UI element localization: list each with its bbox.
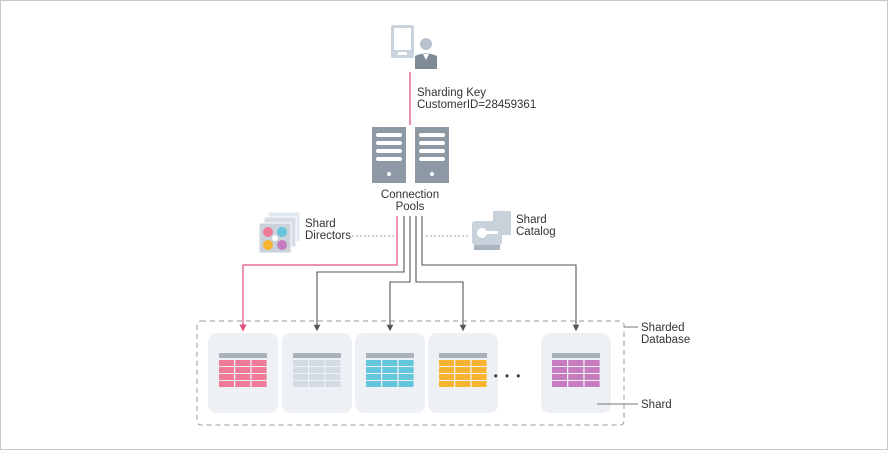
shard-directors-icon	[258, 211, 301, 254]
shard-3	[355, 333, 425, 413]
sharded-database-label-2: Database	[641, 334, 690, 346]
shard-table-icon	[439, 353, 487, 387]
shard-4	[428, 333, 498, 413]
route-line-shard-3	[386, 216, 411, 332]
shard-catalog-label-1: Shard	[516, 214, 547, 226]
shard-2	[282, 333, 352, 413]
shard-5	[541, 333, 611, 413]
connection-pool-server-icon	[372, 127, 449, 183]
route-line-shard-2	[313, 216, 405, 332]
shard-label: Shard	[641, 399, 672, 411]
sharded-database-label-1: Sharded	[641, 322, 684, 334]
sharding-key-value: CustomerID=28459361	[417, 99, 536, 111]
shard-directors-label-2: Directors	[305, 230, 351, 242]
user-icon	[415, 38, 437, 69]
sharded-database-boundary	[196, 320, 625, 426]
sharding-key-label: Sharding Key	[417, 87, 486, 99]
shard-table-icon	[219, 353, 267, 387]
shard-catalog-icon	[472, 211, 511, 250]
shard-table-icon	[552, 353, 600, 387]
route-line-shard-n	[421, 216, 580, 332]
route-line-shard-4	[415, 216, 467, 332]
client-device-icon	[391, 25, 414, 58]
shard-1	[208, 333, 278, 413]
shard-catalog-label-2: Catalog	[516, 226, 556, 238]
shard-table-icon	[293, 353, 341, 387]
shard-directors-label-1: Shard	[305, 218, 336, 230]
connection-pools-label-1: Connection	[381, 189, 439, 201]
shard-table-icon	[366, 353, 414, 387]
routing-line-shard-1	[239, 216, 398, 332]
more-shards-ellipsis: • • •	[494, 371, 522, 383]
connection-pools-label-2: Pools	[396, 201, 425, 213]
